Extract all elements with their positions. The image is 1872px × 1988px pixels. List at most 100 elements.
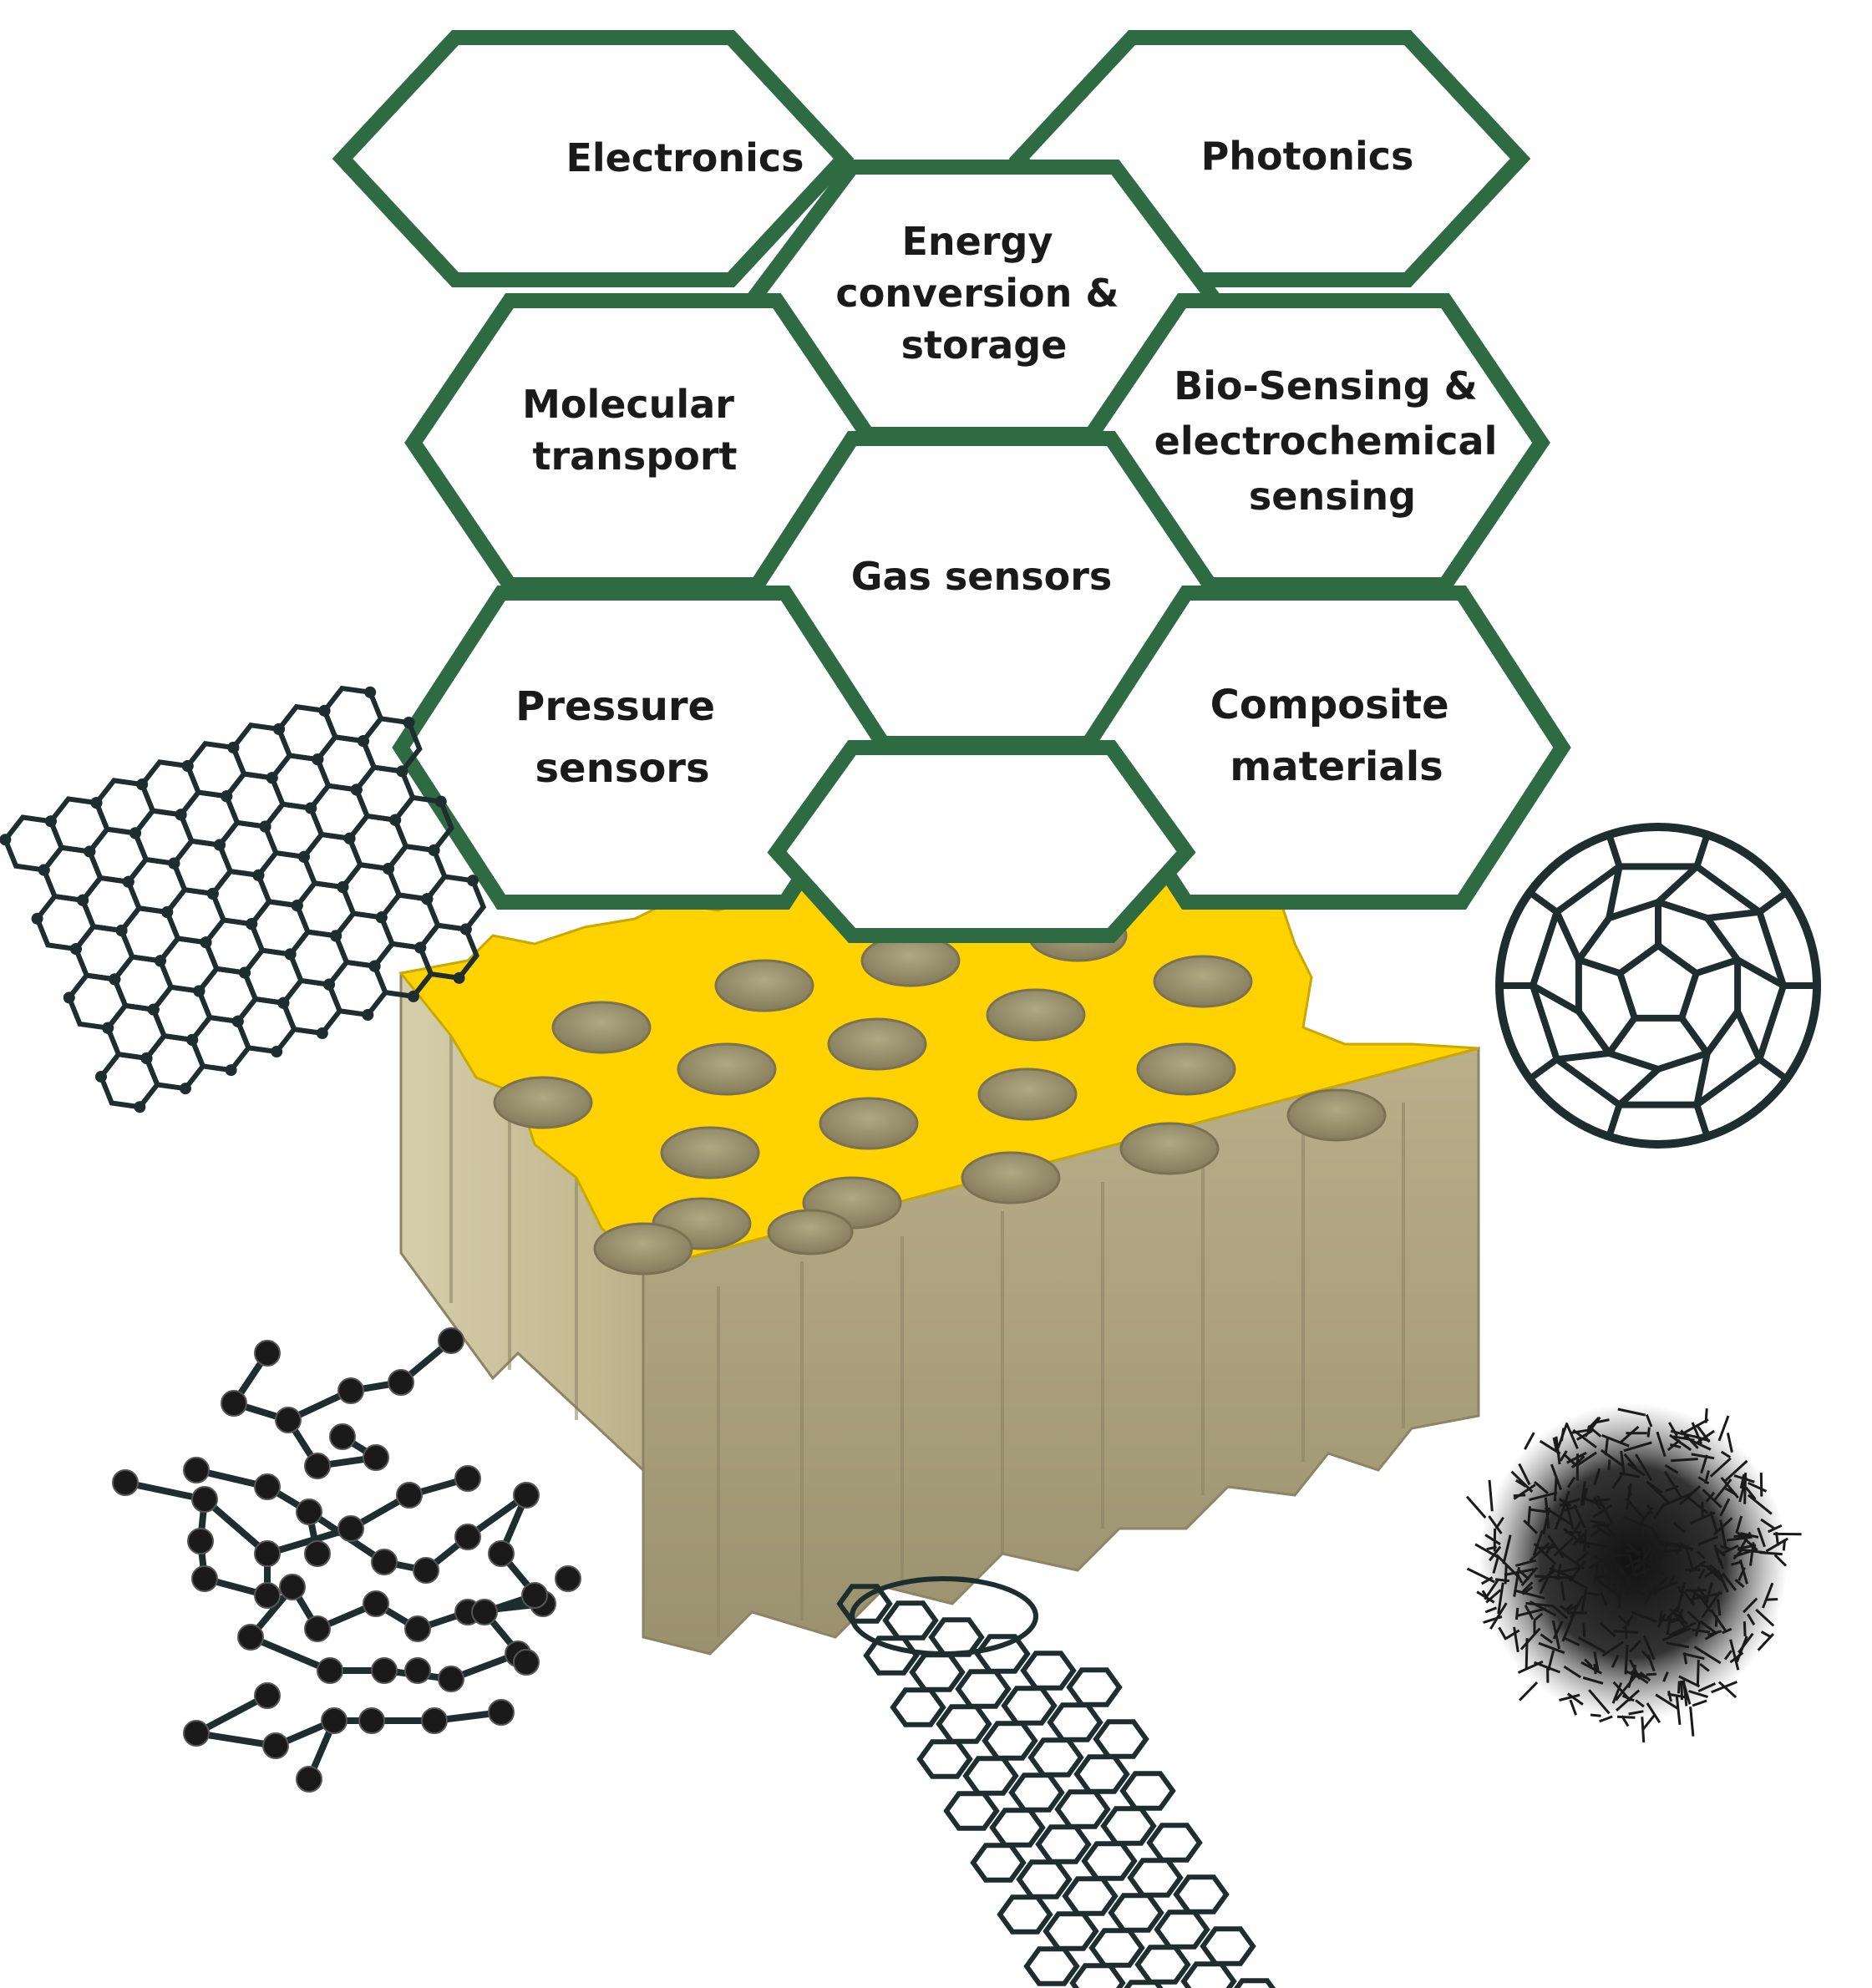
amorphous-strand (1685, 1546, 1695, 1572)
amorphous-strand (1699, 1662, 1710, 1672)
graphene-atom (368, 960, 381, 972)
amorphous-strand (1529, 1542, 1550, 1562)
amorphous-strand (1611, 1681, 1623, 1704)
amorphous-strand (1586, 1417, 1601, 1431)
amorphous-strand (1710, 1609, 1727, 1631)
diamond-bond (249, 1634, 332, 1674)
amorphous-strand (1627, 1664, 1637, 1689)
fullerene-bond (1607, 899, 1660, 921)
amorphous-strand (1732, 1547, 1745, 1560)
amorphous-strand (1601, 1434, 1630, 1448)
amorphous-strand (1520, 1566, 1539, 1587)
graphene-atom (414, 941, 427, 954)
hex-label-gas: Gas sensors (851, 554, 1113, 599)
graphene-atom (362, 1008, 374, 1021)
amorphous-strand (1738, 1544, 1757, 1550)
fullerene-bond (1756, 910, 1787, 987)
amorphous-strand (1682, 1652, 1688, 1665)
graphene-atom (44, 815, 57, 828)
graphene-atom (396, 765, 408, 778)
amorphous-strand (1672, 1522, 1687, 1534)
amorphous-strand (1533, 1612, 1544, 1622)
amorphous-strand (1672, 1610, 1689, 1625)
amorphous-strand (1668, 1621, 1697, 1637)
diamond-lattice (112, 1327, 581, 1793)
nanotube-ring (989, 1808, 1046, 1848)
fullerene-bond (1656, 1050, 1709, 1073)
fullerene-bond (1555, 1056, 1621, 1108)
graphene-atom (350, 784, 363, 796)
amorphous-strand (1744, 1486, 1757, 1500)
amorphous-strand (1696, 1659, 1700, 1686)
fullerene-bond (1656, 864, 1700, 905)
amorphous-strand (1564, 1500, 1575, 1530)
amorphous-strand (1594, 1418, 1610, 1424)
amorphous-strand (1747, 1494, 1773, 1515)
amorphous-strand (1465, 1495, 1487, 1519)
amorphous-strand (1626, 1542, 1641, 1557)
amorphous-strand (1651, 1549, 1682, 1554)
fullerene-bond (1758, 890, 1789, 915)
nanotube-ring (1062, 1876, 1119, 1916)
graphene-ring (34, 893, 97, 952)
nanotube-ring (997, 1894, 1053, 1935)
graphene-ring (144, 1032, 206, 1092)
amorphous-strand (1635, 1699, 1645, 1708)
graphene-atom (343, 832, 356, 844)
graphene-atom (31, 912, 43, 925)
amorphous-strand (1773, 1554, 1787, 1567)
amorphous-strand (1489, 1602, 1508, 1630)
amorphous-strand (1762, 1582, 1774, 1609)
nanotube-ring (1180, 1961, 1237, 1988)
fullerene-bond (1527, 1056, 1559, 1082)
nanotube-ring (1119, 1771, 1176, 1811)
amorphous-strand (1563, 1527, 1583, 1544)
nanotube-ring (1054, 1789, 1111, 1829)
graphene-atom (69, 943, 82, 956)
amorphous-strand (1631, 1610, 1658, 1623)
amorphous-strand (1666, 1614, 1672, 1636)
amorphous-strand (1682, 1685, 1692, 1705)
graphene-atom (147, 1003, 160, 1016)
amorphous-strand (1613, 1630, 1638, 1634)
graphene-ring (2, 814, 65, 873)
nanotube-ring (1066, 1667, 1123, 1707)
amorphous-strand (1697, 1569, 1706, 1580)
amorphous-strand (1552, 1437, 1558, 1451)
nanotube-ring (836, 1584, 893, 1624)
amorphous-strand (1651, 1576, 1668, 1594)
nanotube-ring (1016, 1859, 1073, 1899)
graphene-atom (200, 936, 212, 949)
amorphous-strand (1669, 1443, 1682, 1449)
amorphous-strand (1555, 1436, 1561, 1465)
amorphous-strand (1621, 1715, 1630, 1727)
amorphous-strand (1559, 1605, 1570, 1613)
amorphous-strand (1484, 1606, 1498, 1614)
diamond-atom (112, 1469, 139, 1496)
amorphous-strand (1649, 1544, 1655, 1565)
fullerene-bond (1704, 1009, 1741, 1056)
diamond-atom (438, 1327, 464, 1354)
amorphous-strand (1720, 1544, 1732, 1551)
amorphous-strand (1693, 1646, 1722, 1665)
hex-pressure (392, 586, 895, 910)
amorphous-strand (1582, 1676, 1604, 1685)
amorphous-strand (1669, 1433, 1692, 1452)
amorphous-strand (1611, 1583, 1620, 1598)
amorphous-strand (1489, 1545, 1502, 1562)
amorphous-strand (1593, 1663, 1597, 1675)
diamond-atom (296, 1499, 322, 1525)
fullerene-bond (1606, 865, 1623, 919)
amorphous-strand (1667, 1692, 1689, 1699)
amorphous-strand (1623, 1453, 1638, 1470)
amorphous-strand (1544, 1497, 1550, 1529)
amorphous-carbon (1465, 1403, 1802, 1743)
amorphous-strand (1650, 1526, 1660, 1540)
fullerene-bond (1606, 1103, 1623, 1138)
fullerene-bond (1530, 910, 1560, 987)
amorphous-strand (1677, 1681, 1681, 1694)
nanotube-ring (1008, 1772, 1065, 1813)
fullerene (1495, 823, 1821, 1149)
graphene-atom (266, 772, 278, 784)
amorphous-strand (1521, 1581, 1534, 1593)
